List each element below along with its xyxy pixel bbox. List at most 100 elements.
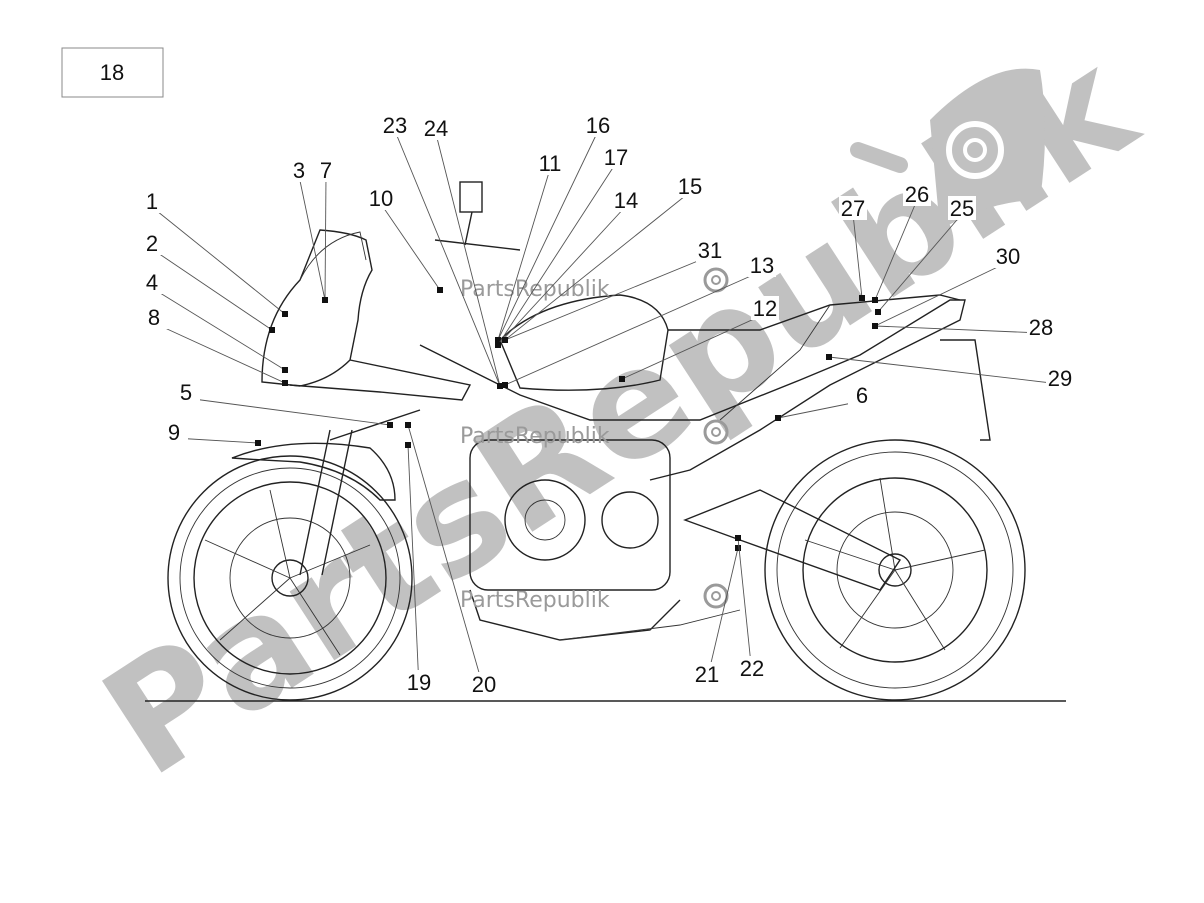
callout-20: 20 xyxy=(405,422,498,697)
callout-label-bg xyxy=(948,196,976,220)
callout-leader-line xyxy=(504,191,691,341)
callout-label-bg xyxy=(405,670,433,694)
callout-label: 12 xyxy=(753,296,777,321)
callout-marker xyxy=(437,287,443,293)
callout-29: 29 xyxy=(826,354,1074,391)
callout-6: 6 xyxy=(775,383,876,421)
callout-leader-line xyxy=(394,130,501,387)
callout-marker xyxy=(497,383,503,389)
callout-marker xyxy=(322,297,328,303)
callout-label-bg xyxy=(422,116,450,140)
callout-label-bg xyxy=(367,186,395,210)
callout-leader-line xyxy=(407,424,485,691)
engine xyxy=(469,439,681,641)
callout-leader-line xyxy=(151,248,273,331)
callout-label-bg xyxy=(1046,366,1074,390)
callout-label-bg xyxy=(994,244,1022,268)
front-fender xyxy=(231,442,396,501)
callout-leader-line xyxy=(407,444,420,689)
callout-label-bg xyxy=(536,151,564,175)
callout-19: 19 xyxy=(405,442,433,695)
callout-label: 28 xyxy=(1029,315,1053,340)
callout-leader-line xyxy=(874,261,1009,327)
callout-2: 2 xyxy=(138,231,275,333)
callout-leader-line xyxy=(852,213,863,299)
callout-marker xyxy=(872,323,878,329)
fairing-lower xyxy=(289,359,472,401)
callout-marker xyxy=(387,422,393,428)
callout-label-bg xyxy=(381,113,409,137)
callout-marker xyxy=(872,297,878,303)
callout-label-bg xyxy=(1027,315,1055,339)
callout-label: 7 xyxy=(320,158,332,183)
callout-27: 27 xyxy=(839,196,867,301)
callout-leader-line xyxy=(497,162,617,346)
callout-label: 11 xyxy=(539,151,562,176)
callout-label-bg xyxy=(696,238,724,262)
callout-marker xyxy=(859,295,865,301)
callout-leader-line xyxy=(151,206,286,315)
callout-label-bg xyxy=(138,231,166,255)
callout-9: 9 xyxy=(160,420,261,446)
callout-30: 30 xyxy=(872,244,1022,329)
callout-24: 24 xyxy=(422,116,503,389)
callout-label: 19 xyxy=(407,670,431,695)
callout-leader-line xyxy=(828,356,1061,385)
callout-label-bg xyxy=(584,113,612,137)
callout-label: 13 xyxy=(750,253,774,278)
callout-16: 16 xyxy=(495,113,612,343)
callout-leader-line xyxy=(874,199,918,301)
callout-leader-line xyxy=(504,270,763,386)
exhaust xyxy=(559,609,741,641)
callout-label-bg xyxy=(612,188,640,212)
callout-marker xyxy=(735,535,741,541)
callout-12: 12 xyxy=(619,296,779,382)
callout-1: 1 xyxy=(138,189,288,317)
front-wheel xyxy=(167,455,413,701)
callout-31: 31 xyxy=(502,238,724,343)
callout-label-bg xyxy=(138,270,166,294)
callout-7: 7 xyxy=(312,158,340,303)
callout-marker xyxy=(405,422,411,428)
callout-label: 23 xyxy=(383,113,407,138)
fuel-tank xyxy=(499,294,669,391)
callout-leader-line xyxy=(621,313,766,380)
handlebar xyxy=(434,211,521,251)
callout-label: 30 xyxy=(996,244,1020,269)
callout-26: 26 xyxy=(872,182,931,303)
callout-17: 17 xyxy=(495,145,630,348)
callout-label: 8 xyxy=(148,305,160,330)
callout-marker xyxy=(282,367,288,373)
callout-label: 10 xyxy=(369,186,393,211)
mirror xyxy=(459,181,483,213)
callout-marker xyxy=(282,311,288,317)
callout-leader-line xyxy=(380,203,441,291)
sheet-number-box: 18 xyxy=(61,47,164,98)
watermark-small-text: PartsRepublik xyxy=(460,588,610,613)
callout-label-bg xyxy=(140,305,168,329)
callout-leader-line xyxy=(185,397,391,426)
watermark-large: PartsRepublik xyxy=(75,18,1165,810)
swingarm xyxy=(683,489,902,591)
callout-22: 22 xyxy=(735,535,766,681)
callout-label: 15 xyxy=(678,174,702,199)
sheet-number: 18 xyxy=(100,60,124,85)
watermark-small-text: PartsRepublik xyxy=(460,424,610,449)
callout-leader-line xyxy=(153,322,286,384)
callout-leader-line xyxy=(298,175,326,301)
callout-marker xyxy=(619,376,625,382)
callout-13: 13 xyxy=(502,253,776,388)
callout-label-bg xyxy=(138,189,166,213)
watermark-small-2: PartsRepublik xyxy=(460,419,729,449)
callout-label-bg xyxy=(748,253,776,277)
watermark-small-3: PartsRepublik xyxy=(460,583,729,613)
callout-marker xyxy=(775,415,781,421)
rear-wheel xyxy=(764,439,1026,701)
callout-8: 8 xyxy=(140,305,288,386)
callout-leader-line xyxy=(324,175,327,301)
windscreen xyxy=(299,231,367,281)
callout-15: 15 xyxy=(502,174,704,343)
